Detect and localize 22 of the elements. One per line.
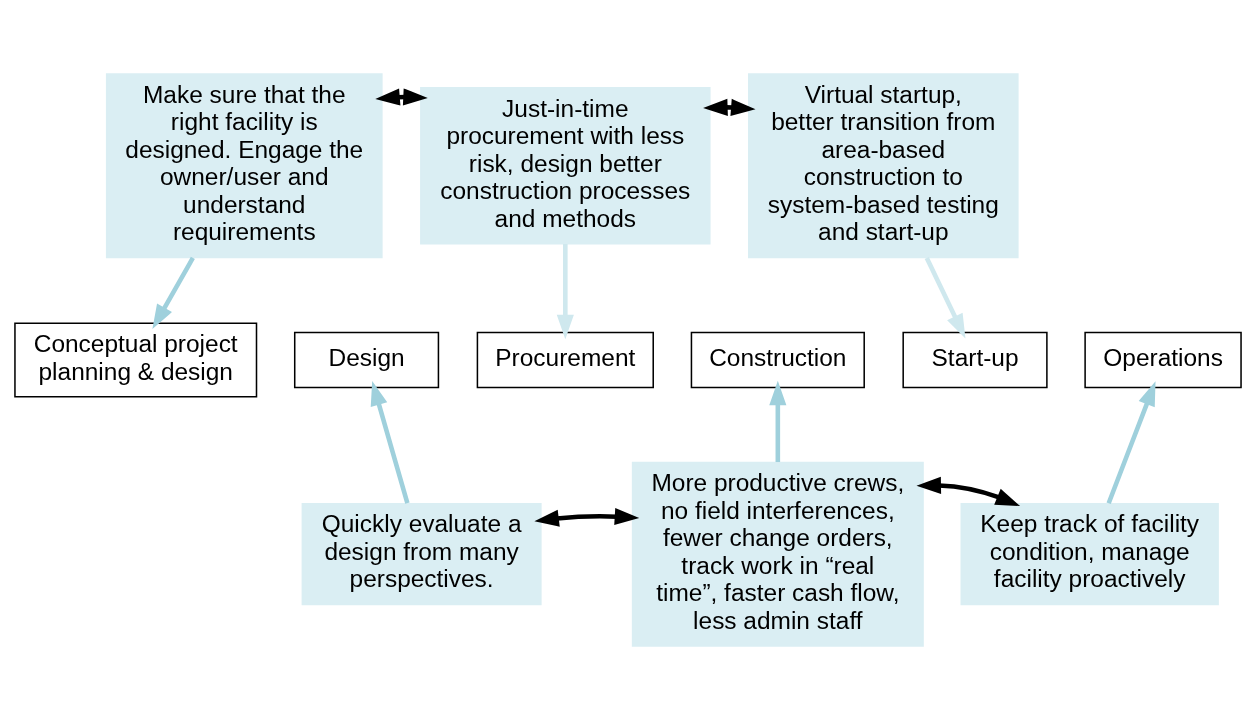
- arrow: [916, 476, 1021, 506]
- node-box: Construction: [690, 331, 865, 388]
- node-box: Conceptual project planning & design: [14, 322, 258, 397]
- node-box: More productive crews, no field interferences, fewer change orders, track work in “real time”, faster cash flow, less admin staff: [631, 461, 924, 647]
- node-box: Quickly evaluate a design from many perspectives.: [301, 502, 542, 605]
- arrow: [534, 507, 640, 527]
- node-box: Keep track of facility condition, manage facility proactively: [960, 502, 1219, 605]
- arrow: [152, 256, 195, 329]
- node-box: Procurement: [476, 331, 654, 388]
- arrow: [370, 380, 410, 504]
- node-box: Operations: [1084, 331, 1242, 388]
- node-box: Design: [293, 331, 440, 388]
- arrow: [924, 256, 966, 339]
- node-box: Virtual startup, better transition from area-based construction to system-based testing and start-up: [748, 72, 1019, 258]
- arrow: [769, 380, 787, 462]
- arrow: [1106, 380, 1156, 504]
- arrow: [703, 98, 756, 116]
- node-box: Make sure that the right facility is designed. Engage the owner/user and understand requirements: [105, 72, 383, 258]
- arrow: [375, 87, 428, 106]
- node-box: Start-up: [902, 331, 1048, 388]
- arrow: [556, 243, 574, 339]
- node-box: Just-in-time procurement with less risk, design better construction processes and methods: [420, 86, 711, 245]
